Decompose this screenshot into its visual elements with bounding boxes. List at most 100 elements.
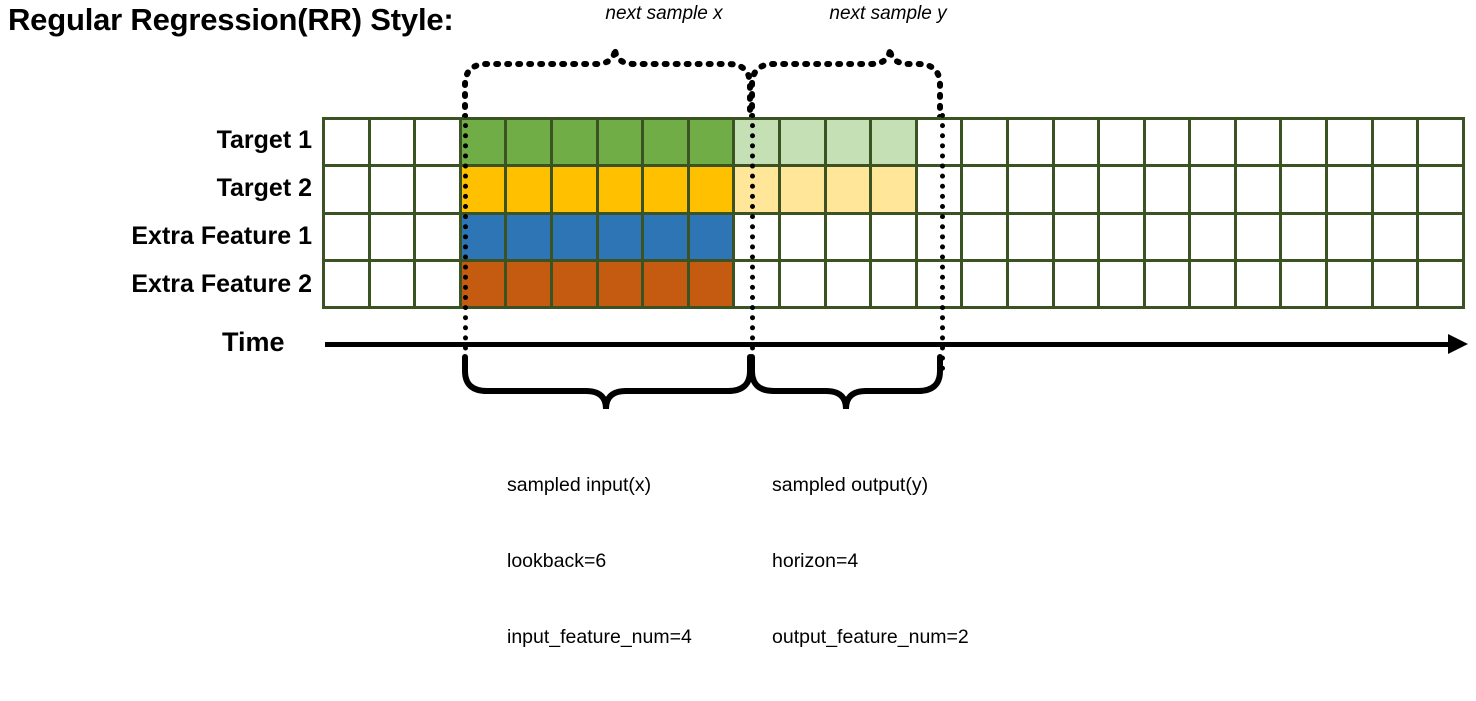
grid-cell-input	[549, 258, 599, 310]
grid-cell-blank	[1325, 116, 1374, 168]
bottom-brace-group	[462, 354, 943, 410]
grid-row	[322, 164, 1465, 215]
grid-cell-input	[686, 211, 736, 262]
grid-cell-output	[777, 116, 827, 168]
grid-cell-blank	[1005, 116, 1055, 168]
guide-line-input-start	[463, 113, 468, 371]
grid-cell-input	[504, 116, 553, 168]
grid-cell-blank	[1097, 164, 1146, 215]
grid-cell-blank	[1325, 211, 1374, 262]
grid-cell-blank	[960, 164, 1009, 215]
grid-cell-blank	[914, 211, 964, 262]
grid-cell-blank	[1188, 258, 1237, 310]
grid-cell-input	[641, 164, 690, 215]
grid-cell-output	[823, 164, 873, 215]
grid-cell-blank	[367, 116, 417, 168]
time-arrow-icon	[1448, 334, 1468, 354]
grid-cell-blank	[777, 258, 827, 310]
grid-cell-input	[504, 211, 553, 262]
grid-cell-blank	[1097, 258, 1146, 310]
grid-cell-input	[686, 258, 736, 310]
caption-output-line-2: horizon=4	[772, 549, 859, 572]
grid-cell-blank	[1051, 211, 1101, 262]
grid-cell-input	[549, 116, 599, 168]
grid-cell-blank	[1051, 258, 1101, 310]
grid-cell-input	[595, 258, 645, 310]
caption-input-line-1: sampled input(x)	[507, 473, 652, 496]
grid-cell-blank	[1325, 258, 1374, 310]
guide-line-output-end	[940, 113, 945, 371]
grid-cell-blank	[322, 211, 371, 262]
caption-input-line-2: lookback=6	[507, 549, 607, 572]
grid-cell-blank	[914, 116, 964, 168]
grid-cell-blank	[1188, 164, 1237, 215]
caption-input-line-3: input_feature_num=4	[507, 625, 692, 648]
grid-row	[322, 258, 1465, 310]
caption-output-line-1: sampled output(y)	[772, 473, 929, 496]
grid-table	[322, 116, 1465, 310]
grid-cell-input	[641, 211, 690, 262]
grid-cell-blank	[1142, 164, 1192, 215]
brace-sampled-input	[462, 354, 753, 410]
grid-cell-blank	[367, 258, 417, 310]
grid-cell-input	[595, 116, 645, 168]
grid-cell-blank	[1005, 258, 1055, 310]
grid-cell-blank	[1370, 116, 1420, 168]
grid-cell-blank	[1051, 116, 1101, 168]
grid-cell-blank	[1097, 116, 1146, 168]
row-label-extra-feature-1: Extra Feature 1	[131, 222, 312, 250]
grid-cell-blank	[1142, 116, 1192, 168]
grid-row	[322, 211, 1465, 262]
page-title: Regular Regression(RR) Style:	[8, 2, 454, 37]
annotation-next-sample-x: next sample x	[605, 3, 723, 24]
brace-next-sample-y	[749, 47, 943, 121]
grid-cell-blank	[960, 211, 1009, 262]
grid-cell-blank	[1325, 164, 1374, 215]
grid-cell-output	[777, 164, 827, 215]
caption-sampled-output: sampled output(y) horizon=4 output_featu…	[772, 422, 969, 701]
row-label-target-2: Target 2	[216, 174, 312, 202]
grid-cell-blank	[413, 258, 462, 310]
grid-cell-blank	[914, 258, 964, 310]
grid-cell-input	[595, 164, 645, 215]
grid-cell-blank	[367, 211, 417, 262]
grid-cell-blank	[413, 116, 462, 168]
grid-cell-blank	[1233, 211, 1283, 262]
grid-cell-blank	[367, 164, 417, 215]
grid-cell-input	[641, 258, 690, 310]
grid-cell-blank	[1005, 211, 1055, 262]
grid-cell-blank	[322, 258, 371, 310]
grid-cell-blank	[1188, 211, 1237, 262]
grid-cell-blank	[1142, 258, 1192, 310]
grid-cell-blank	[1142, 211, 1192, 262]
grid-cell-blank	[1370, 258, 1420, 310]
grid-cell-input	[549, 211, 599, 262]
diagram-canvas: Regular Regression(RR) Style: next sampl…	[8, 2, 1468, 648]
grid-cell-input	[686, 164, 736, 215]
grid-cell-blank	[1370, 211, 1420, 262]
guide-line-input-end	[750, 113, 755, 371]
grid-cell-blank	[914, 164, 964, 215]
brace-next-sample-x	[462, 47, 753, 121]
grid-cell-blank	[1188, 116, 1237, 168]
top-brace-group	[462, 47, 943, 121]
row-label-target-1: Target 1	[216, 126, 312, 154]
grid-cell-blank	[1370, 164, 1420, 215]
grid-cell-input	[686, 116, 736, 168]
grid-cell-output	[869, 116, 918, 168]
grid-cell-blank	[823, 258, 873, 310]
grid-cell-blank	[732, 258, 781, 310]
grid-cell-blank	[322, 116, 371, 168]
grid-cell-blank	[869, 258, 918, 310]
grid-cell-blank	[1416, 211, 1465, 262]
grid-cell-blank	[1416, 164, 1465, 215]
grid-cell-blank	[777, 211, 827, 262]
annotation-next-sample-y: next sample y	[829, 3, 947, 24]
grid-cell-blank	[1279, 164, 1329, 215]
caption-output-line-3: output_feature_num=2	[772, 625, 969, 648]
grid-cell-output	[869, 164, 918, 215]
grid-cell-blank	[413, 211, 462, 262]
grid-cell-blank	[1279, 116, 1329, 168]
caption-sampled-input: sampled input(x) lookback=6 input_featur…	[507, 422, 692, 701]
grid-cell-input	[504, 164, 553, 215]
